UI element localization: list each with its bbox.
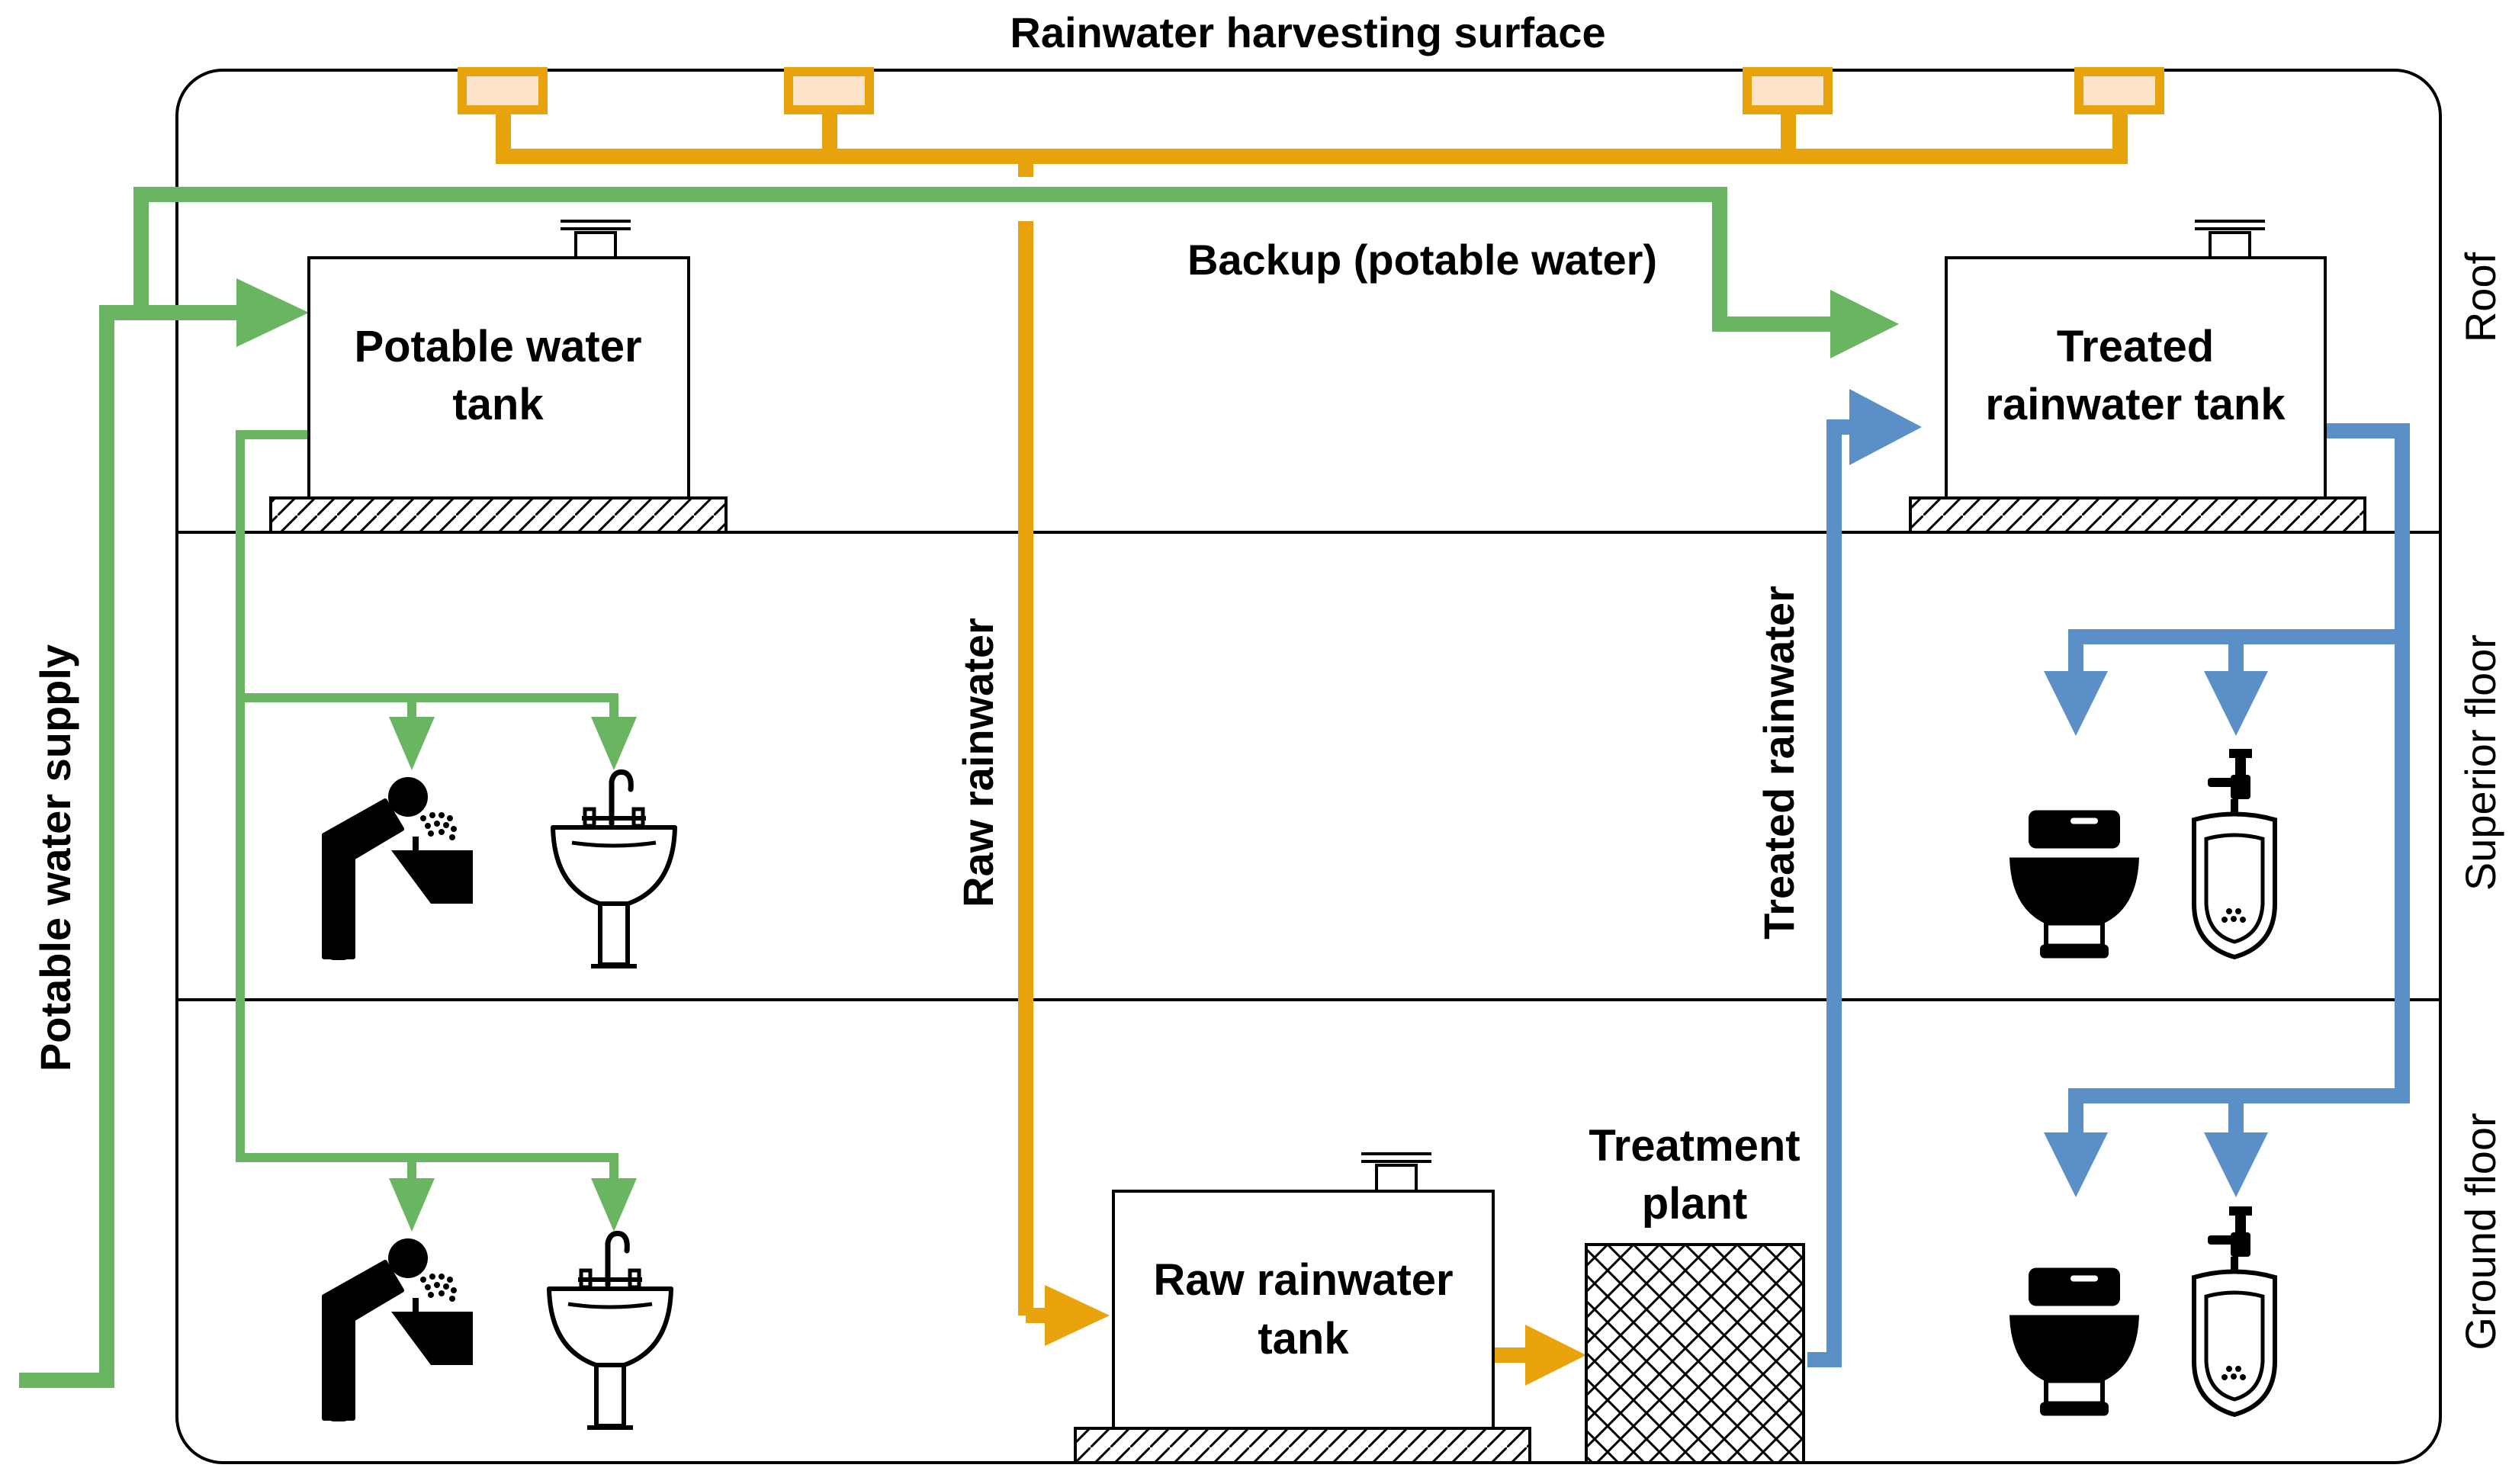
potable-tank-label-line2: tank (452, 380, 544, 429)
treated-tank-label-line2: rainwater tank (1985, 380, 2286, 429)
potable-tank-base (269, 496, 728, 534)
treatment-plant-box (1585, 1243, 1805, 1464)
drinking-fountain-icon (324, 777, 473, 960)
urinal-icon (2194, 749, 2275, 957)
treated-tank-body (1945, 256, 2327, 499)
collectors (458, 67, 2164, 114)
raw-tank-base (1074, 1427, 1531, 1464)
backup-label: Backup (potable water) (1187, 236, 1657, 284)
potable-tank-body (307, 256, 690, 499)
floor-label-superior: Superior floor (2456, 634, 2504, 891)
urinal-icon (2194, 1206, 2275, 1415)
raw-tank-body (1112, 1190, 1495, 1430)
treatment-plant-label-line1: Treatment (1589, 1121, 1800, 1171)
treated-rainwater-label: Treated rainwater (1755, 586, 1803, 940)
toilet-icon (2009, 811, 2139, 959)
treated-network (1807, 419, 2410, 1367)
sink-icon (549, 1234, 671, 1428)
potable-water-tank: Potable water tank (269, 220, 728, 534)
harvesting-surface-label: Rainwater harvesting surface (1010, 8, 1605, 56)
collection-network (496, 113, 2128, 1363)
floor-label-ground: Ground floor (2456, 1113, 2504, 1350)
potable-arrowheads (236, 278, 1899, 1232)
toilet-icon (2009, 1268, 2139, 1416)
potable-network (19, 187, 1846, 1388)
sink-icon (553, 773, 675, 967)
treated-tank-label-line1: Treated (2057, 322, 2214, 371)
treated-tank-base (1909, 496, 2366, 534)
potable-tank-label-line1: Potable water (354, 322, 641, 371)
treatment-plant-label-line2: plant (1642, 1179, 1748, 1229)
potable-distribution (236, 430, 618, 1182)
floor-label-roof: Roof (2456, 252, 2504, 342)
treatment-plant: Treatment plant (1585, 1121, 1805, 1464)
raw-tank-label-line2: tank (1258, 1314, 1349, 1364)
treated-rainwater-tank: Treated rainwater tank (1909, 220, 2366, 534)
raw-rainwater-tank: Raw rainwater tank (1074, 1152, 1531, 1464)
raw-rainwater-arrowheads (1045, 1285, 1586, 1386)
raw-rainwater-label: Raw rainwater (954, 618, 1002, 907)
drinking-fountain-icon (324, 1238, 473, 1421)
raw-tank-label-line1: Raw rainwater (1153, 1255, 1453, 1305)
treated-arrowheads (1849, 389, 2268, 1197)
potable-supply-label: Potable water supply (31, 644, 79, 1071)
